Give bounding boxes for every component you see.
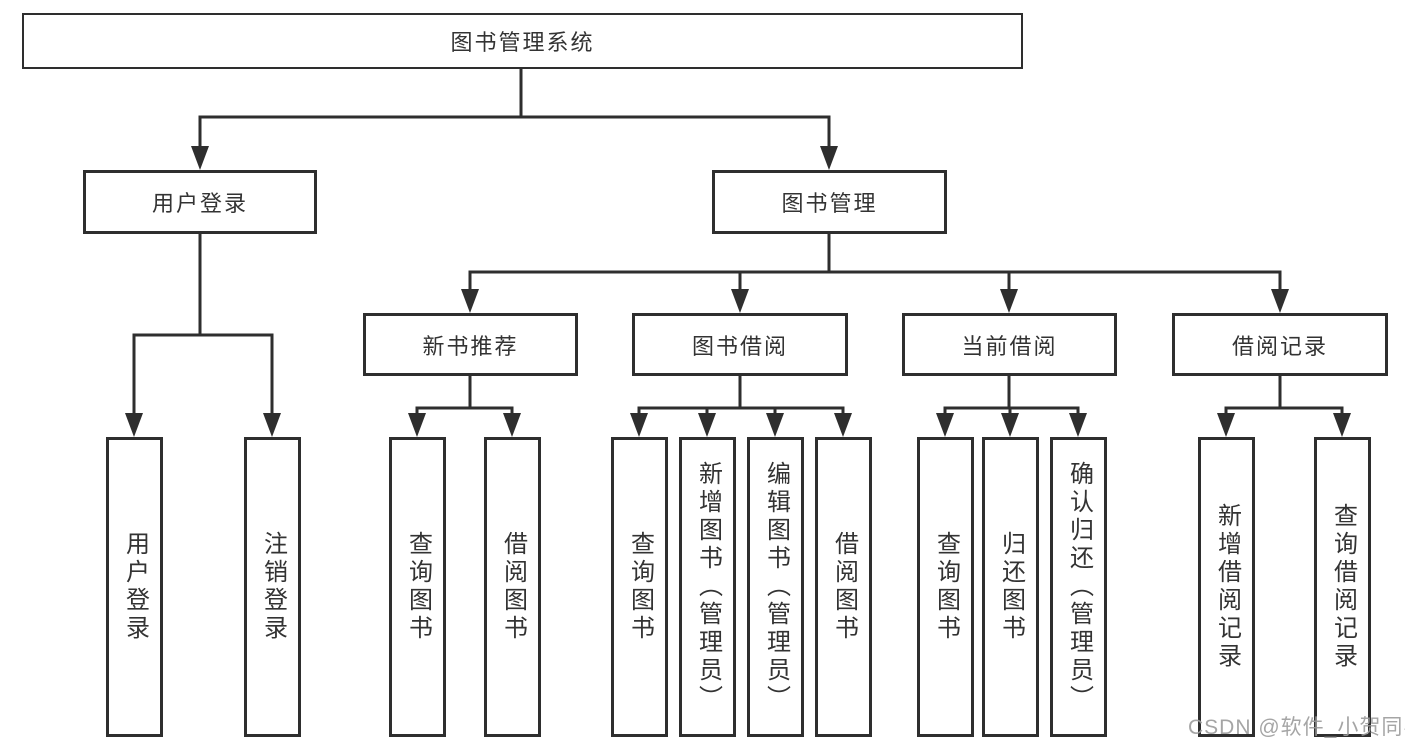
leaf-borrow-books: 借阅图书 xyxy=(815,437,872,737)
connector-borrow-records-to-leaves xyxy=(1224,374,1344,417)
watermark: CSDN @软件_小贺同学 xyxy=(1188,716,1405,739)
node-book-borrowing-label: 图书借阅 xyxy=(691,333,788,359)
node-user-login: 用户登录 xyxy=(83,170,317,234)
arrowhead-leaf-logout xyxy=(263,413,281,437)
connector-new-book-to-leaves xyxy=(415,374,514,417)
arrowhead-leaf-user-login xyxy=(125,413,143,437)
node-root-label: 图书管理系统 xyxy=(450,30,595,55)
arrowhead-new-book-recommend xyxy=(461,289,479,313)
leaf-add-books-admin-label: 新增图书（管理员） xyxy=(694,461,722,713)
node-borrow-records: 借阅记录 xyxy=(1172,313,1388,376)
leaf-query-books-newbook-label: 查询图书 xyxy=(404,531,432,643)
connector-lines xyxy=(132,67,1344,417)
arrowhead-leaf-query-books-a xyxy=(408,413,426,437)
node-borrow-records-label: 借阅记录 xyxy=(1231,333,1328,359)
leaf-return-books-label: 归还图书 xyxy=(997,531,1025,643)
arrowhead-leaf-query-books-b xyxy=(630,413,648,437)
node-root: 图书管理系统 xyxy=(22,13,1023,69)
arrowhead-book-borrowing xyxy=(731,289,749,313)
arrowhead-leaf-edit-books xyxy=(766,413,784,437)
leaf-query-books-borrow-label: 查询图书 xyxy=(626,531,654,643)
connector-root-to-level1 xyxy=(198,67,831,150)
node-user-login-label: 用户登录 xyxy=(151,191,248,216)
arrowheads xyxy=(125,146,1351,437)
node-new-book-recommend: 新书推荐 xyxy=(363,313,578,376)
node-book-management: 图书管理 xyxy=(712,170,947,234)
leaf-logout-label: 注销登录 xyxy=(259,531,287,643)
connector-user-login-to-leaves xyxy=(132,232,274,417)
connector-current-borrow-to-leaves xyxy=(943,374,1080,417)
arrowhead-leaf-add-books xyxy=(698,413,716,437)
leaf-confirm-return-admin: 确认归还（管理员） xyxy=(1050,437,1107,737)
connector-book-borrow-to-leaves xyxy=(637,374,845,417)
arrowhead-user-login xyxy=(191,146,209,170)
leaf-edit-books-admin-label: 编辑图书（管理员） xyxy=(762,461,790,713)
node-new-book-recommend-label: 新书推荐 xyxy=(422,333,519,359)
leaf-borrow-books-label: 借阅图书 xyxy=(830,531,858,643)
leaf-user-login: 用户登录 xyxy=(106,437,163,737)
leaf-add-borrow-record-label: 新增借阅记录 xyxy=(1213,503,1241,671)
leaf-add-borrow-record: 新增借阅记录 xyxy=(1198,437,1255,737)
leaf-query-books-current: 查询图书 xyxy=(917,437,974,737)
arrowhead-borrow-records xyxy=(1271,289,1289,313)
arrowhead-leaf-confirm-return xyxy=(1069,413,1087,437)
leaf-query-books-current-label: 查询图书 xyxy=(932,531,960,643)
leaf-confirm-return-admin-label: 确认归还（管理员） xyxy=(1065,461,1093,713)
leaf-query-books-borrow: 查询图书 xyxy=(611,437,668,737)
leaf-borrow-books-newbook-label: 借阅图书 xyxy=(499,531,527,643)
node-book-management-label: 图书管理 xyxy=(781,191,878,216)
node-book-borrowing: 图书借阅 xyxy=(632,313,848,376)
arrowhead-leaf-borrow-books-b xyxy=(834,413,852,437)
arrowhead-leaf-borrow-books-a xyxy=(503,413,521,437)
arrowhead-leaf-add-record xyxy=(1217,413,1235,437)
arrowhead-leaf-query-record xyxy=(1333,413,1351,437)
leaf-query-borrow-record: 查询借阅记录 xyxy=(1314,437,1371,737)
leaf-return-books: 归还图书 xyxy=(982,437,1039,737)
node-current-borrowing: 当前借阅 xyxy=(902,313,1117,376)
arrowhead-book-management xyxy=(820,146,838,170)
leaf-add-books-admin: 新增图书（管理员） xyxy=(679,437,736,737)
leaf-query-books-newbook: 查询图书 xyxy=(389,437,446,737)
arrowhead-current-borrowing xyxy=(1000,289,1018,313)
arrowhead-leaf-query-books-c xyxy=(936,413,954,437)
leaf-edit-books-admin: 编辑图书（管理员） xyxy=(747,437,804,737)
leaf-logout: 注销登录 xyxy=(244,437,301,737)
node-current-borrowing-label: 当前借阅 xyxy=(961,333,1058,359)
leaf-query-borrow-record-label: 查询借阅记录 xyxy=(1329,503,1357,671)
leaf-user-login-label: 用户登录 xyxy=(121,531,149,643)
connector-book-management-to-level2 xyxy=(468,232,1282,293)
arrowhead-leaf-return-books xyxy=(1001,413,1019,437)
leaf-borrow-books-newbook: 借阅图书 xyxy=(484,437,541,737)
